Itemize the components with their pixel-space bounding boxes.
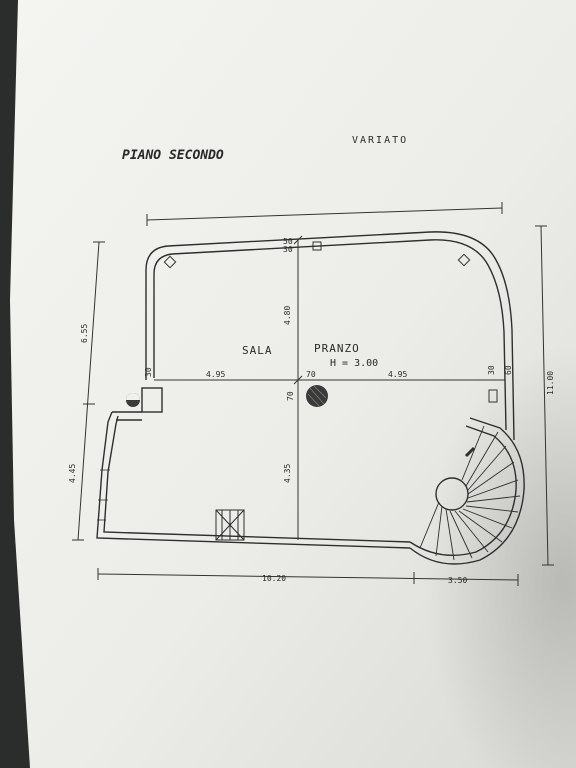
- corner-marker-right: [457, 253, 471, 267]
- page-shadow: [300, 300, 576, 768]
- room-height: H = 3.00: [330, 358, 378, 369]
- top-wall-marker: [312, 241, 322, 251]
- revision-label: VARIATO: [352, 135, 408, 146]
- dim-center-upper: 4.80: [283, 306, 292, 325]
- dim-top-30: 30: [283, 245, 293, 254]
- left-pillar: [141, 387, 163, 413]
- bottom-dimension-line: [97, 568, 519, 586]
- sheet-title: PIANO SECONDO: [122, 148, 224, 163]
- dim-left-upper: 6.55: [80, 324, 89, 343]
- room-name-sala: SALA: [242, 344, 273, 357]
- left-window: [97, 469, 110, 521]
- dim-column-gap-v: 70: [286, 391, 295, 401]
- corner-marker-left: [163, 255, 177, 269]
- spiral-staircase: [409, 417, 525, 565]
- exterior-wall: [96, 231, 515, 549]
- dim-right-total: 11.00: [546, 371, 555, 395]
- room-name-pranzo: PRANZO: [314, 342, 360, 355]
- dim-center-lower: 4.35: [283, 464, 292, 483]
- column-hatch: [307, 385, 327, 408]
- top-dimension-line: [146, 202, 503, 226]
- left-dimension-line: [72, 241, 105, 541]
- dim-bottom-stair: 3.50: [448, 576, 467, 585]
- dim-column-gap-h: 70: [306, 370, 316, 379]
- dim-left-small: 30: [144, 367, 153, 377]
- center-dimension-lines: [154, 235, 505, 540]
- dim-right-wall-a: 30: [487, 365, 496, 375]
- dim-left-lower: 4.45: [68, 464, 77, 483]
- dim-bottom-main: 10.20: [262, 574, 286, 583]
- dim-left-half: 4.95: [206, 370, 225, 379]
- right-wall-marker: [488, 389, 498, 403]
- right-dimension-line: [535, 225, 554, 566]
- dim-right-half: 4.95: [388, 370, 407, 379]
- dim-top-50: 50: [283, 237, 293, 246]
- hatched-element: [215, 509, 245, 541]
- dim-right-wall-b: 60: [504, 365, 513, 375]
- column-left-half-white: [126, 393, 140, 400]
